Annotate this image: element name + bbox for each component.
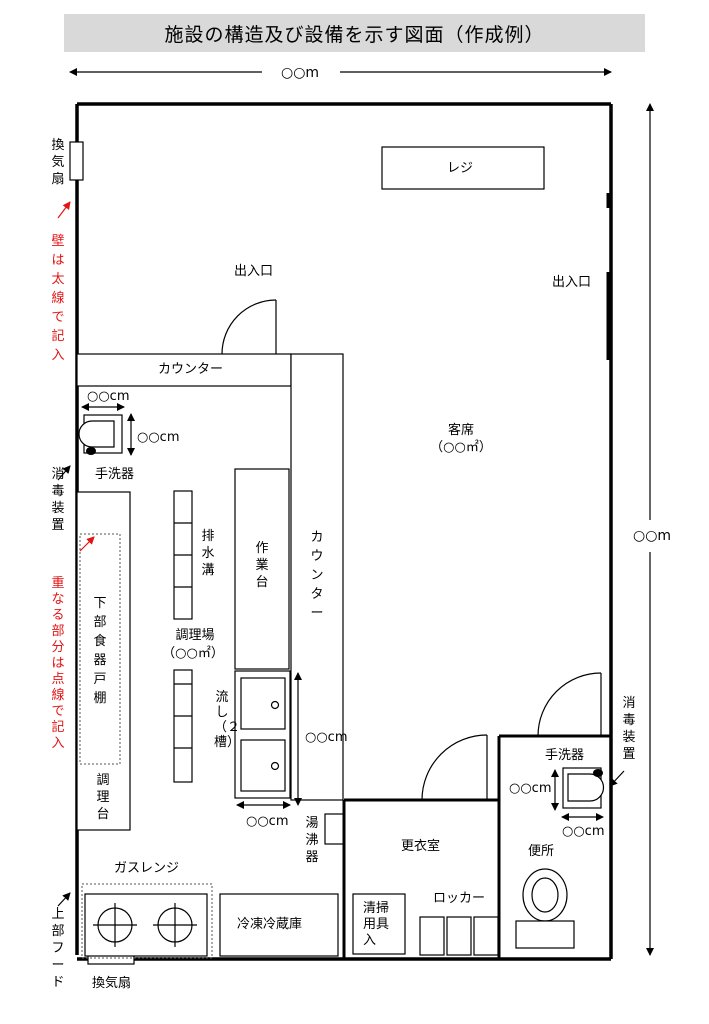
overlap-note: 重なる部分は点線で記入	[51, 576, 65, 751]
disinfect-device-right	[593, 769, 603, 777]
gas-range	[84, 893, 208, 957]
cleaning-storage	[352, 893, 406, 955]
prep-table	[76, 491, 131, 831]
disinfect-right-label: 消毒装置	[622, 696, 636, 762]
top-hood-label: 上部フード	[51, 907, 65, 990]
handwash-kitchen	[78, 414, 123, 454]
sink-width-label: ○○cm	[246, 814, 289, 829]
vent-fan-bottom-label: 換気扇	[92, 976, 132, 991]
toilet-door	[537, 672, 602, 737]
handwash-kitchen-dimensions	[81, 403, 135, 456]
vent-fan-top-label: 換気扇	[51, 138, 65, 187]
disinfect-left-label: 消毒装置	[51, 467, 65, 533]
toilet-label: 便所	[528, 844, 555, 859]
changing-room-door	[421, 734, 488, 801]
sink-depth-label: ○○cm	[305, 730, 348, 745]
water-heater-label: 湯沸器	[305, 816, 319, 865]
kitchen-area-label: （○○㎡）	[162, 646, 224, 661]
prep-table-label: 調理台	[96, 773, 110, 822]
thick-wall-note: 壁は太線で記入	[51, 234, 65, 363]
lower-cupboard-label: 下部食器戸棚	[93, 596, 107, 706]
gas-range-label: ガスレンジ	[114, 861, 180, 876]
sink-dimensions	[236, 672, 302, 809]
lower-cupboard	[79, 533, 121, 765]
freezer-fridge	[219, 893, 339, 957]
toilet-bowl	[515, 868, 575, 949]
register	[381, 146, 545, 190]
disinfect-device-left	[86, 447, 96, 455]
width-dimension-label: ○○m	[281, 65, 320, 81]
counter-horizontal-label: カウンター	[158, 362, 224, 377]
sink-two-basin	[234, 670, 291, 799]
toilet-handwash-width-label: ○○cm	[562, 824, 605, 839]
entrance-top-door	[221, 299, 277, 355]
drain-grate	[173, 490, 193, 783]
page-title: 施設の構造及び設備を示す図面（作成例）	[64, 14, 645, 52]
register-label: レジ	[447, 161, 474, 176]
handwash-toilet-label: 手洗器	[545, 748, 585, 763]
kitchen-label: 調理場	[175, 628, 215, 643]
counter-vertical-label: カウンター	[310, 530, 324, 621]
annotation-arrows	[57, 201, 625, 907]
seating-label: 客席	[447, 423, 474, 438]
handwash-kitchen-depth-label: ○○cm	[137, 430, 180, 445]
handwash-toilet-dimensions	[551, 769, 604, 821]
height-dimension-label: ○○m	[633, 528, 672, 544]
drain-label: 排水溝	[201, 529, 215, 578]
toilet-handwash-depth-label: ○○cm	[509, 781, 552, 796]
gas-range-hood	[81, 883, 213, 959]
water-heater	[324, 813, 345, 845]
entrance-top-label: 出入口	[234, 264, 274, 279]
fridge-label: 冷凍冷蔵庫	[237, 917, 303, 932]
changing-room-label: 更衣室	[401, 839, 441, 854]
vent-fan-top	[69, 141, 84, 181]
locker	[419, 916, 499, 956]
sink-label: 流し（２槽）	[214, 690, 241, 750]
work-table	[234, 468, 290, 670]
work-table-label: 作業台	[255, 541, 269, 590]
locker-label: ロッカー	[433, 891, 486, 906]
entrance-right-label: 出入口	[552, 275, 592, 290]
handwash-kitchen-label: 手洗器	[95, 467, 135, 482]
handwash-kitchen-width-label: ○○cm	[87, 389, 130, 404]
cleaning-storage-label: 清掃用具入	[363, 901, 390, 948]
seating-area-label: （○○㎡）	[430, 440, 492, 455]
